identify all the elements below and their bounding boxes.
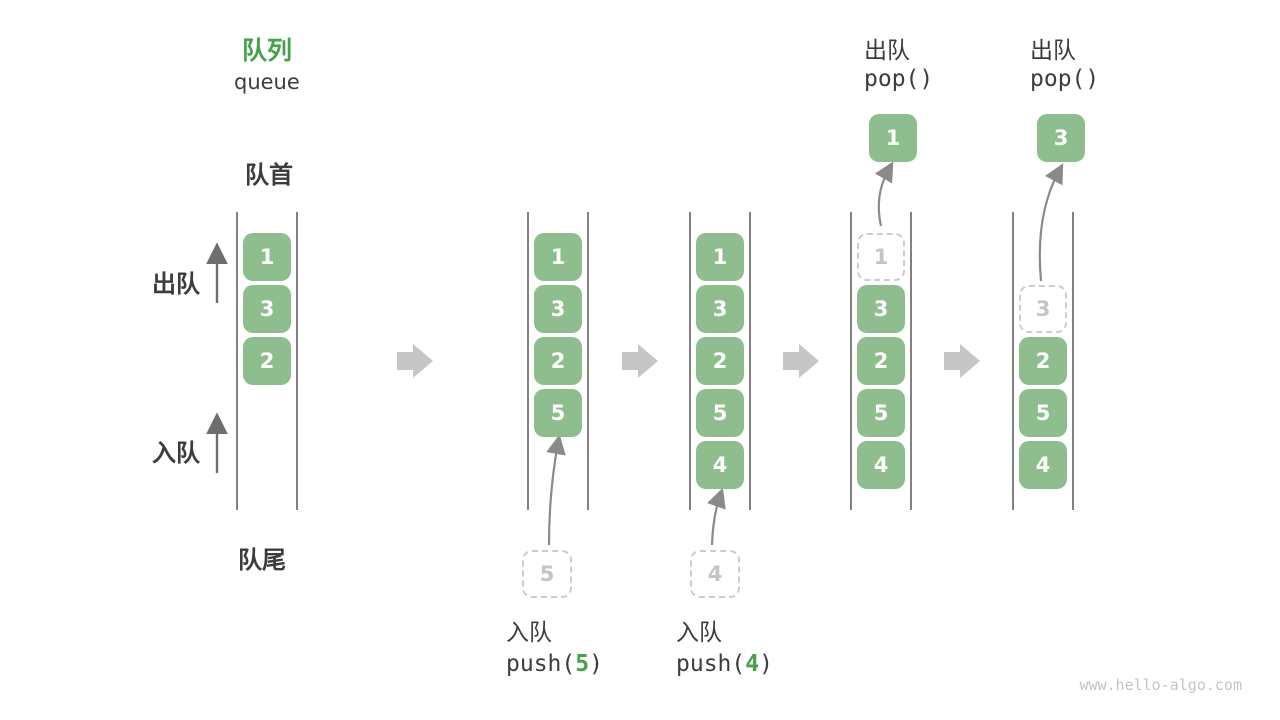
- watermark: www.hello-algo.com: [1079, 676, 1242, 694]
- queue-cell: 3: [696, 285, 744, 333]
- queue-cell: 4: [1019, 441, 1067, 489]
- transition-arrow-icon: [397, 344, 433, 378]
- queue-cell: 3: [243, 285, 291, 333]
- dequeue-arrow-icon: [874, 161, 894, 227]
- enqueue-arrow-icon: [707, 487, 726, 546]
- queue-cell: 2: [1019, 337, 1067, 385]
- dequeue-action-code: pop(): [1030, 66, 1100, 92]
- queue-cell: 1: [696, 233, 744, 281]
- dequeue-label: 出队: [152, 270, 200, 298]
- diagram-title-en: queue: [234, 70, 300, 94]
- enqueue-action-label: 入队: [676, 620, 722, 646]
- transition-arrow-icon: [783, 344, 819, 378]
- queue-cell: 3: [857, 285, 905, 333]
- enqueue-arrow-icon: [546, 434, 566, 546]
- queue-cell: 5: [857, 389, 905, 437]
- dequeue-action-code: pop(): [864, 66, 934, 92]
- code-text: 5: [575, 651, 590, 677]
- popped-dequeue-cell: 1: [869, 114, 917, 162]
- dequeue-action-label: 出队: [1030, 38, 1076, 64]
- queue-cell: 1: [534, 233, 582, 281]
- code-text: ): [589, 651, 603, 677]
- queue-cell: 5: [1019, 389, 1067, 437]
- queue-cell: 1: [243, 233, 291, 281]
- queue-cell-dashed: 3: [1019, 285, 1067, 333]
- enqueue-action-code: push(5): [506, 651, 603, 677]
- queue-cell: 2: [534, 337, 582, 385]
- diagram-title-zh: 队列: [242, 36, 293, 65]
- queue-cell: 2: [696, 337, 744, 385]
- queue-cell: 2: [243, 337, 291, 385]
- queue-cell: 3: [534, 285, 582, 333]
- code-text: ): [759, 651, 773, 677]
- popped-dequeue-cell: 3: [1037, 114, 1085, 162]
- queue-cell-dashed: 1: [857, 233, 905, 281]
- dequeue-arrow-icon: [1038, 163, 1064, 282]
- queue-cell: 5: [534, 389, 582, 437]
- transition-arrow-icon: [622, 344, 658, 378]
- queue-rear-label: 队尾: [238, 546, 286, 574]
- enqueue-label: 入队: [152, 439, 200, 467]
- queue-front-label: 队首: [245, 161, 293, 189]
- code-text: 4: [745, 651, 760, 677]
- queue-cell: 4: [857, 441, 905, 489]
- queue-cell: 4: [696, 441, 744, 489]
- enqueue-action-code: push(4): [676, 651, 773, 677]
- pending-enqueue-cell: 5: [522, 550, 572, 598]
- code-text: push(: [676, 651, 746, 677]
- queue-cell: 2: [857, 337, 905, 385]
- enqueue-action-label: 入队: [506, 620, 552, 646]
- transition-arrow-icon: [944, 344, 980, 378]
- pending-enqueue-cell: 4: [690, 550, 740, 598]
- dequeue-action-label: 出队: [864, 38, 910, 64]
- code-text: push(: [506, 651, 576, 677]
- queue-cell: 5: [696, 389, 744, 437]
